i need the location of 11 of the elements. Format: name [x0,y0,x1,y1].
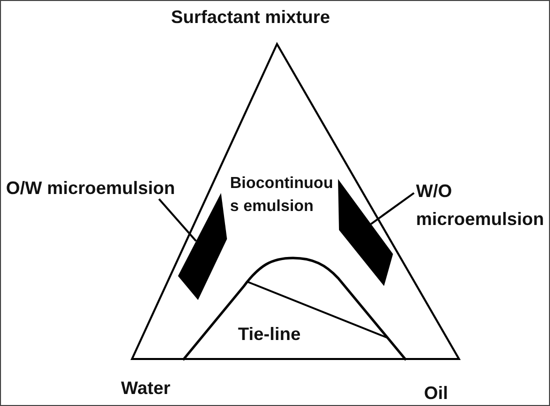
phase-region [178,193,227,300]
vertex-label: Surfactant mixture [171,6,330,28]
leader-line [158,198,197,242]
phase-region [338,179,393,286]
region-label: Biocontinuou s emulsion [230,174,334,217]
leader-line [370,192,415,225]
vertex-label: Oil [424,382,448,404]
callout-label: O/W microemulsion [6,177,176,199]
callout-label: W/O microemulsion [416,177,548,233]
line-label: Tie-line [238,323,301,345]
vertex-label: Water [121,377,170,399]
